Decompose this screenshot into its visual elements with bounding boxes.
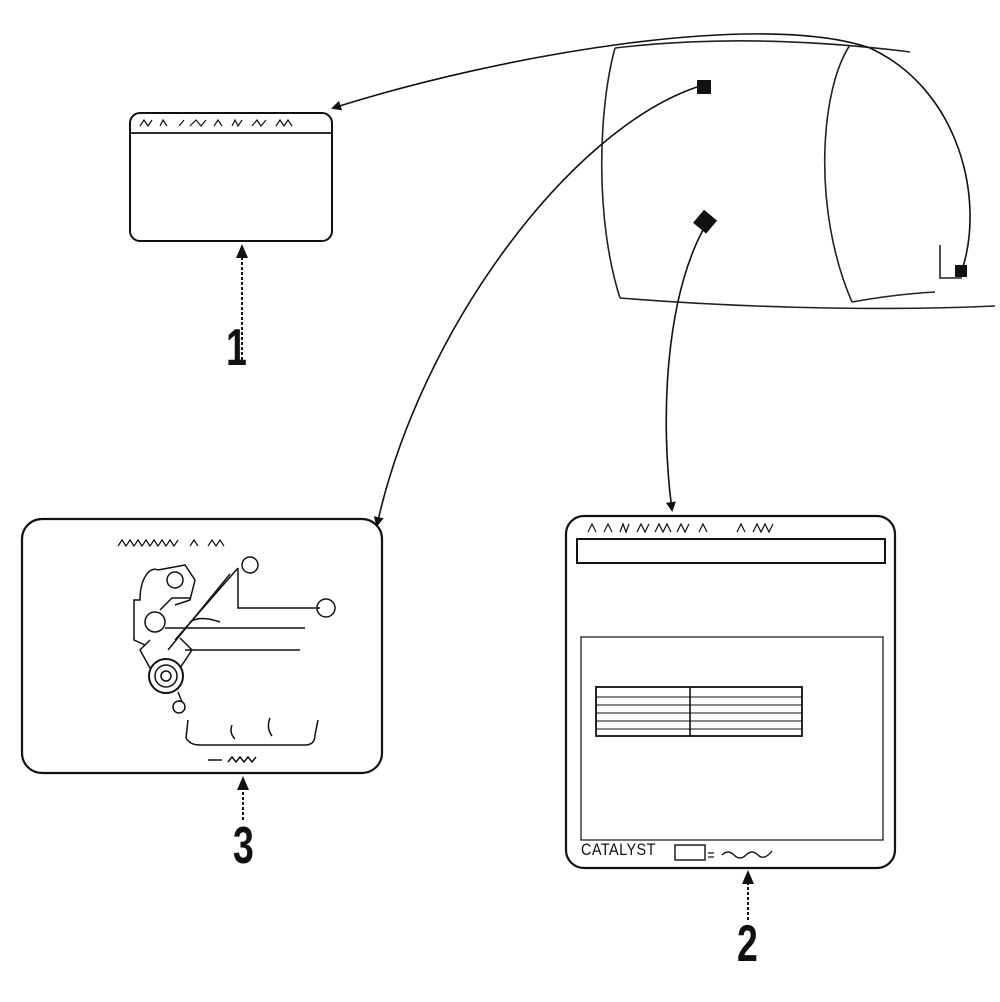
label-1-location-marker: [697, 80, 711, 94]
label-2-spec-table: [595, 686, 803, 737]
label-2-location-marker: [693, 209, 718, 234]
leader-line-to-label-1: [331, 33, 971, 271]
leader-line-to-label-3: [373, 86, 698, 527]
callout-3-arrow: [237, 776, 249, 820]
label-2-catalyst-text: CATALYST: [581, 840, 656, 859]
catalyst-value-scribble: [708, 850, 773, 859]
label-1-header-text-scribble: [139, 118, 293, 128]
label-2-header-text-scribble: [587, 522, 774, 534]
label-3-card: [20, 517, 384, 775]
vacuum-hose-routing-schematic: [133, 556, 336, 764]
vehicle-hood-outline: [600, 40, 996, 310]
callout-2-arrow: [742, 870, 754, 920]
callout-number-2: 2: [737, 915, 758, 973]
label-3-location-marker: [955, 265, 967, 277]
callout-1-arrow: [236, 244, 248, 360]
label-2-card: [564, 514, 897, 870]
label-1-card: [129, 112, 333, 242]
catalyst-boxed-code: [674, 844, 706, 861]
callout-number-1: 1: [226, 319, 247, 377]
label-3-header-text-scribble: [117, 538, 225, 548]
callout-number-3: 3: [233, 817, 254, 875]
leader-line-to-label-2: [665, 227, 705, 512]
